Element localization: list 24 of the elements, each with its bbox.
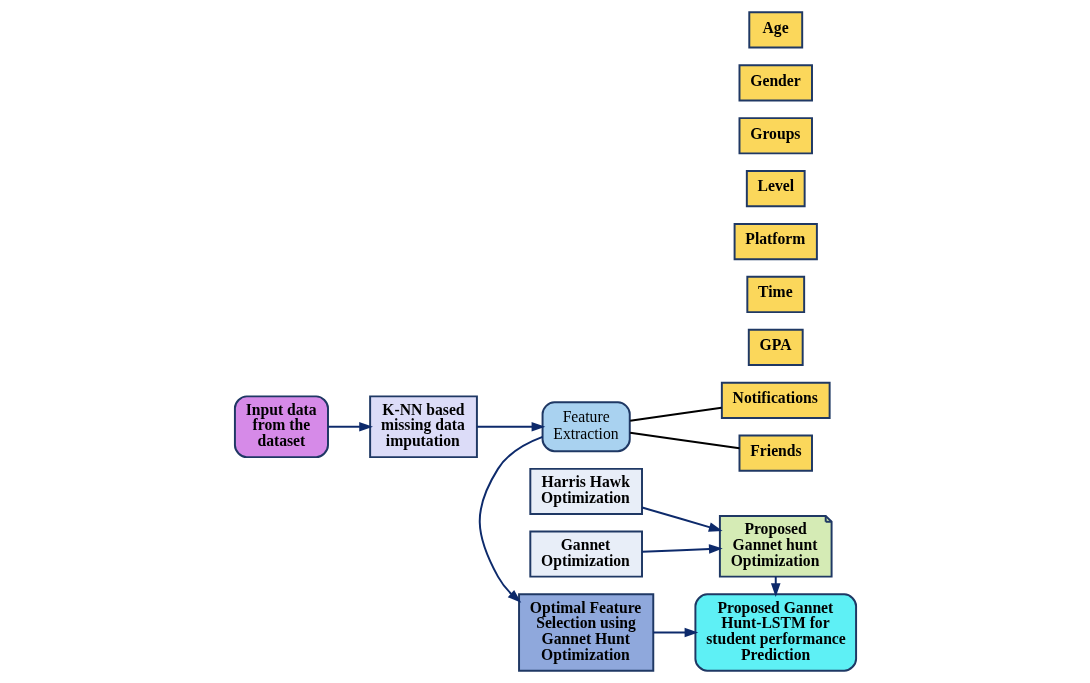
arrow (326, 421, 373, 432)
node-box: Groups (738, 117, 813, 155)
arrow (478, 435, 543, 603)
connector (628, 431, 740, 450)
node-box: Friends (738, 434, 813, 472)
node-box: Input data from the dataset (233, 395, 329, 459)
arrow (651, 627, 698, 638)
node-box: K-NN based missing data imputation (368, 395, 478, 459)
connector (628, 406, 722, 422)
arrow (640, 544, 723, 554)
node-box: Feature Extraction (541, 401, 631, 453)
node-box: Gender (738, 64, 813, 102)
arrow (640, 506, 723, 532)
arrow (475, 421, 545, 432)
node-box: Level (745, 170, 806, 208)
node-box: Gannet Optimization (528, 530, 643, 578)
node-box: Optimal Feature Selection using Gannet Hunt Optimization (517, 593, 654, 672)
node-box: Platform (733, 222, 818, 261)
node-box: GPA (747, 328, 804, 366)
node-box: Time (745, 275, 805, 314)
node-box: Harris Hawk Optimization (528, 467, 643, 515)
node-box: Proposed Gannet Hunt-LSTM for student performance Prediction (693, 593, 857, 672)
node-box: Age (747, 11, 803, 49)
node-box: Notifications (720, 381, 831, 419)
